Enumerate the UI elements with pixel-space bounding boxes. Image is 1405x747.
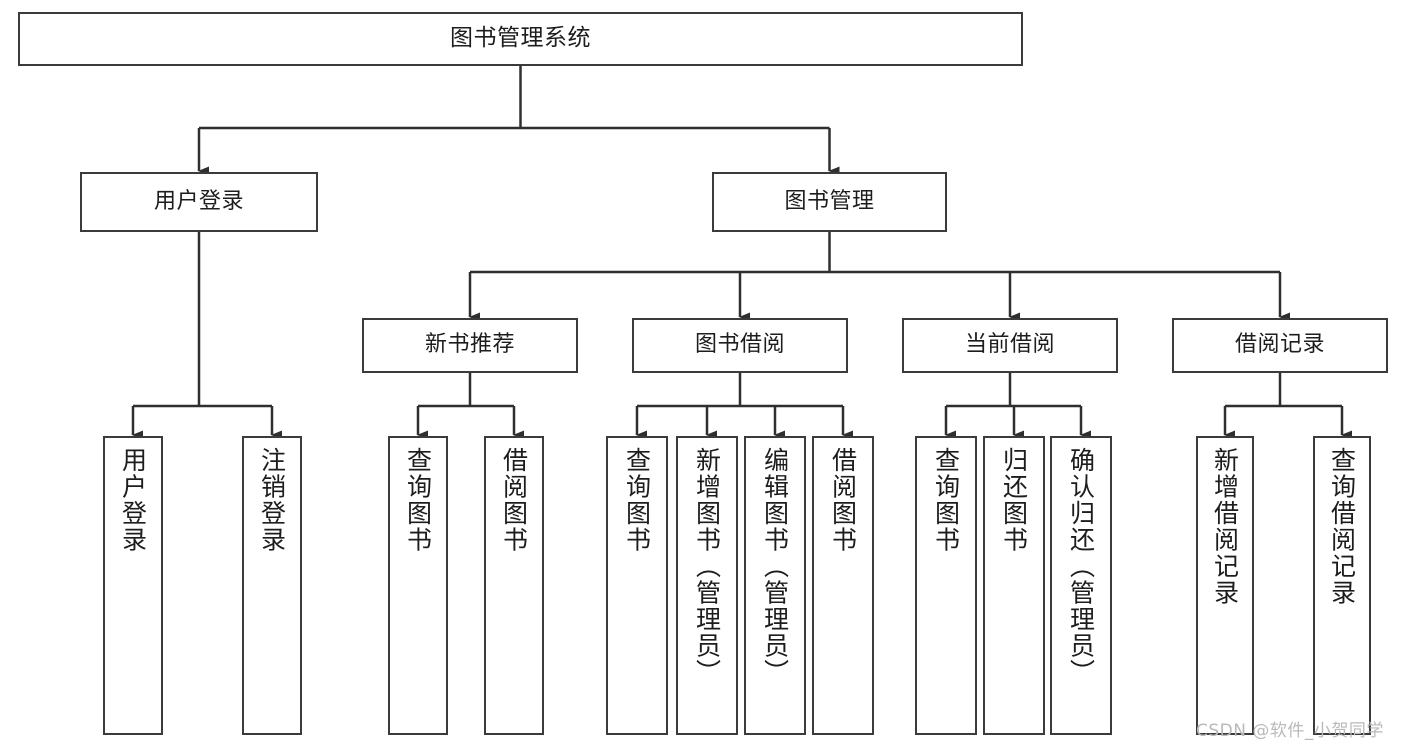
- node-label-book-borrow: 图书借阅: [694, 332, 785, 358]
- node-label-leaf-query-record: 查询借阅记录: [1327, 447, 1357, 606]
- node-label-user-login: 用户登录: [153, 188, 244, 214]
- csdn-watermark: CSDN @软件_小贺同学: [1196, 721, 1384, 741]
- node-label-leaf-logout: 注销登录: [257, 447, 287, 553]
- node-leaf-borrow-book-1[interactable]: 借阅图书: [484, 436, 544, 735]
- node-label-leaf-query-book-1: 查询图书: [403, 447, 433, 553]
- node-label-book-manage: 图书管理: [784, 188, 875, 214]
- node-leaf-edit-book[interactable]: 编辑图书（管理员）: [744, 436, 806, 735]
- node-label-leaf-query-book-2: 查询图书: [622, 447, 652, 553]
- node-new-book-recommend[interactable]: 新书推荐: [362, 318, 578, 373]
- node-leaf-query-record[interactable]: 查询借阅记录: [1313, 436, 1371, 735]
- node-leaf-borrow-book-2[interactable]: 借阅图书: [812, 436, 874, 735]
- node-book-manage[interactable]: 图书管理: [712, 172, 947, 232]
- edge-group: [131, 66, 1352, 440]
- node-current-borrow[interactable]: 当前借阅: [902, 318, 1118, 373]
- node-label-borrow-record: 借阅记录: [1234, 332, 1325, 358]
- node-label-leaf-return-book: 归还图书: [999, 447, 1029, 553]
- node-book-borrow[interactable]: 图书借阅: [632, 318, 848, 373]
- node-label-leaf-add-record: 新增借阅记录: [1210, 447, 1240, 606]
- node-leaf-query-book-2[interactable]: 查询图书: [606, 436, 668, 735]
- node-leaf-return-book[interactable]: 归还图书: [983, 436, 1045, 735]
- node-label-root: 图书管理系统: [450, 25, 591, 52]
- node-label-leaf-add-book: 新增图书（管理员）: [692, 447, 722, 686]
- node-leaf-add-book[interactable]: 新增图书（管理员）: [676, 436, 738, 735]
- node-label-leaf-edit-book: 编辑图书（管理员）: [760, 447, 790, 686]
- node-label-leaf-borrow-book-1: 借阅图书: [499, 447, 529, 553]
- node-label-new-book-recommend: 新书推荐: [424, 332, 515, 358]
- node-label-current-borrow: 当前借阅: [964, 332, 1055, 358]
- node-leaf-confirm-return[interactable]: 确认归还（管理员）: [1050, 436, 1112, 735]
- node-user-login[interactable]: 用户登录: [80, 172, 318, 232]
- node-label-leaf-user-login: 用户登录: [118, 447, 148, 553]
- node-label-leaf-query-book-3: 查询图书: [931, 447, 961, 553]
- node-leaf-add-record[interactable]: 新增借阅记录: [1196, 436, 1254, 735]
- node-root[interactable]: 图书管理系统: [18, 12, 1023, 66]
- node-leaf-user-login[interactable]: 用户登录: [103, 436, 163, 735]
- node-label-leaf-borrow-book-2: 借阅图书: [828, 447, 858, 553]
- node-leaf-query-book-1[interactable]: 查询图书: [388, 436, 448, 735]
- node-label-leaf-confirm-return: 确认归还（管理员）: [1066, 447, 1096, 686]
- node-borrow-record[interactable]: 借阅记录: [1172, 318, 1388, 373]
- node-leaf-logout[interactable]: 注销登录: [242, 436, 302, 735]
- node-leaf-query-book-3[interactable]: 查询图书: [915, 436, 977, 735]
